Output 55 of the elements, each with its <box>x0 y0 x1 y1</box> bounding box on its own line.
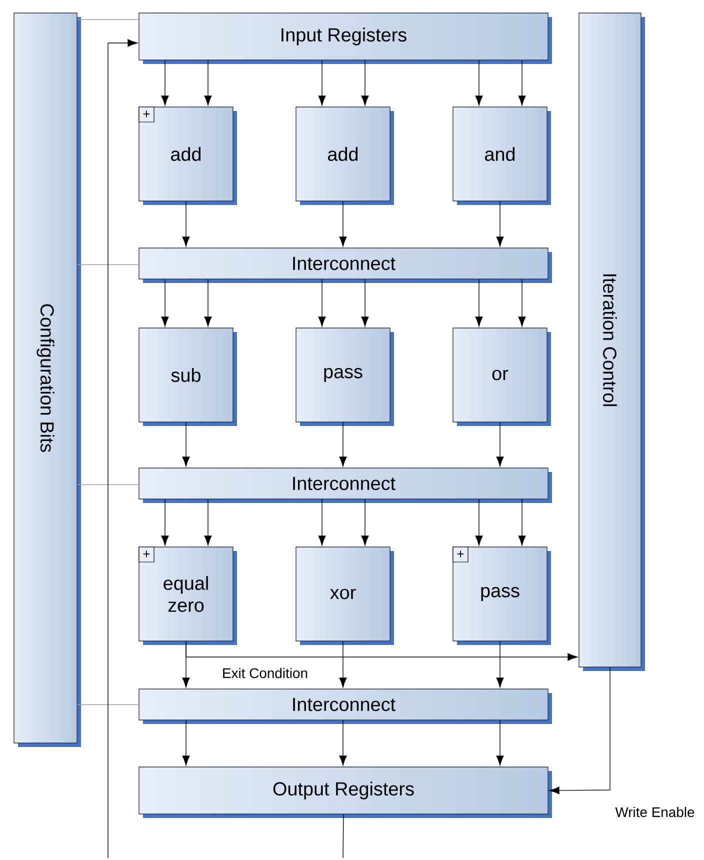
arrow <box>318 279 326 327</box>
function-block: or <box>452 328 551 426</box>
arrow <box>361 499 369 546</box>
arrow <box>204 60 212 106</box>
arrow <box>318 499 326 546</box>
plus-badge: + <box>452 546 468 562</box>
arrow <box>518 499 526 546</box>
arrow <box>475 499 483 546</box>
register-bar: Output Registers <box>138 766 552 818</box>
arrow <box>518 60 526 106</box>
register-bar: Input Registers <box>138 12 552 64</box>
connector-line <box>77 704 139 705</box>
arrow <box>204 499 212 546</box>
arrow <box>339 641 347 688</box>
arrow <box>182 422 190 467</box>
edge-label: Write Enable <box>614 806 696 818</box>
arrow <box>496 720 504 766</box>
arrow <box>339 201 347 247</box>
arrow <box>496 201 504 247</box>
function-block: and <box>452 106 551 205</box>
interconnect-bar: Interconnect <box>138 468 552 503</box>
function-block: xor <box>296 546 394 645</box>
plus-badge: + <box>138 106 154 122</box>
function-block: pass <box>296 328 394 426</box>
arrow <box>339 720 347 766</box>
interconnect-bar: Interconnect <box>138 248 552 283</box>
arrow <box>361 60 369 106</box>
arrow <box>204 279 212 327</box>
function-block: add <box>296 106 394 205</box>
arrow <box>182 201 190 247</box>
arrow <box>518 279 526 327</box>
control-bar: Iteration Control <box>578 12 645 671</box>
arrow <box>361 279 369 327</box>
arrow <box>182 720 190 766</box>
arrow <box>161 499 169 546</box>
arrow <box>475 279 483 327</box>
connector-line <box>77 19 139 20</box>
arrow <box>339 422 347 467</box>
arrow <box>186 641 578 661</box>
arrow <box>496 641 504 688</box>
connector-line <box>77 264 139 265</box>
arrow <box>496 422 504 467</box>
interconnect-bar: Interconnect <box>138 688 552 724</box>
arrow <box>318 60 326 106</box>
control-bar: Configuration Bits <box>14 12 81 747</box>
connector-line <box>77 484 139 485</box>
arrow <box>475 60 483 106</box>
function-block: sub <box>138 328 237 426</box>
arrow <box>549 667 610 794</box>
connector-line <box>342 814 344 858</box>
arrow <box>161 279 169 327</box>
plus-badge: + <box>138 546 154 562</box>
arrow <box>108 39 138 858</box>
arrow <box>161 60 169 106</box>
edge-label: Exit Condition <box>220 666 310 680</box>
